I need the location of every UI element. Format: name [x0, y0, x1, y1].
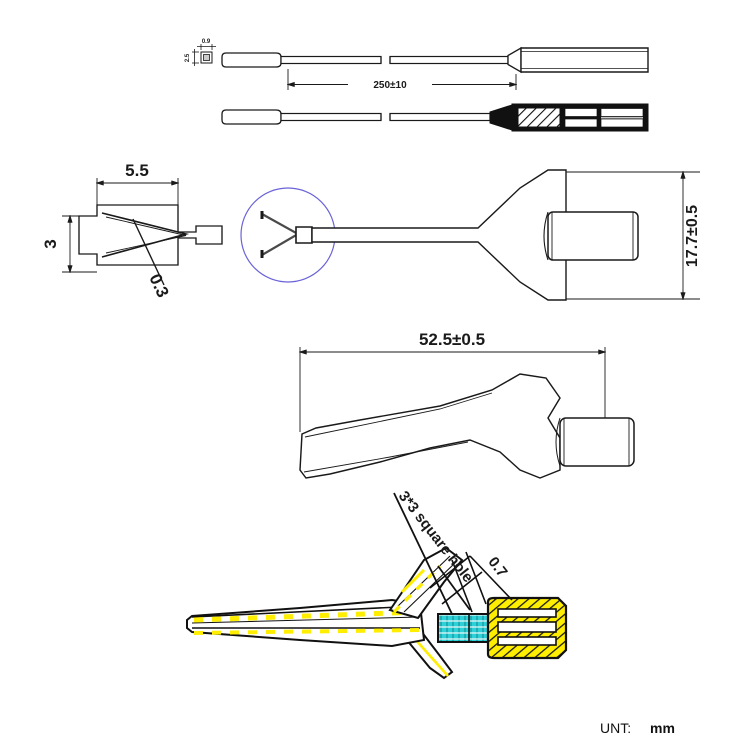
detail-upper-wire: [400, 568, 426, 594]
label-fork-length: 52.5±0.5: [419, 330, 485, 349]
fork-side-outline: [299, 373, 561, 479]
internal-assembly-detail: [186, 492, 568, 680]
label-fork-width: 5.5: [125, 161, 149, 180]
detail-upper-branch: [388, 546, 464, 620]
detail-shaft-highlight-top: [193, 609, 421, 623]
label-fork-overall-width: 17.7±0.5: [684, 205, 701, 267]
cable-assembly-section-view: [221, 103, 649, 132]
cable2-run-left: [280, 112, 382, 122]
fork-boot-back: [543, 211, 549, 261]
cable-left-ferrule: [221, 52, 282, 68]
cable2-inner-channel-bottom: [564, 118, 598, 128]
cable-run-left: [280, 55, 382, 65]
cable2-left-ferrule: [221, 109, 282, 125]
fork-boot: [547, 211, 639, 261]
label-cable-length: 250±10: [373, 80, 407, 91]
dimension-fork-thickness-0-3: [132, 218, 165, 286]
dimension-fork-overall-17-7: [566, 172, 700, 299]
unit-label: UNT:: [600, 720, 631, 736]
unit-note: UNT: mm: [600, 720, 675, 736]
cable-run-right: [389, 55, 509, 65]
probe-tip-small-section: [192, 44, 216, 66]
fork-side-boot: [559, 417, 635, 467]
cable2-run-right: [389, 112, 491, 122]
cable2-contact-bottom: [600, 118, 644, 128]
fork-blade-v-inner: [105, 216, 187, 254]
fork-blade-v-outer: [101, 212, 190, 258]
cable2-contact-top: [600, 108, 644, 117]
leader-square-hole: [393, 492, 471, 615]
fork-side-view: [299, 347, 635, 479]
label-wire-dimension: 0.7: [484, 554, 510, 581]
label-tip-height: 2.5: [185, 53, 191, 62]
label-fork-thickness: 0.3: [145, 271, 172, 300]
fork-body-main: [311, 169, 567, 301]
label-fork-gap: 3: [41, 239, 60, 248]
dimension-fork-length-52-5: [300, 347, 605, 432]
fork-front-view: [62, 169, 700, 301]
label-tip-width: 0.9: [202, 39, 211, 45]
leader-tick-marks: [429, 551, 487, 613]
fork-outline: [78, 204, 223, 266]
dimension-cable-length: [288, 69, 516, 90]
cable2-crimp-hatch: [517, 107, 561, 128]
cable-assembly-top-view: [192, 44, 649, 90]
detail-shaft-highlight-bottom: [193, 628, 421, 635]
leader-wire-dimension: [469, 555, 513, 601]
cable2-sheath-cone: [489, 104, 513, 131]
cable2-inner-channel-top: [564, 108, 598, 117]
detail-fork-blades: [261, 213, 301, 256]
unit-value: mm: [650, 720, 675, 736]
cable-strain-relief: [507, 46, 522, 74]
cable-plug-body: [520, 47, 649, 73]
